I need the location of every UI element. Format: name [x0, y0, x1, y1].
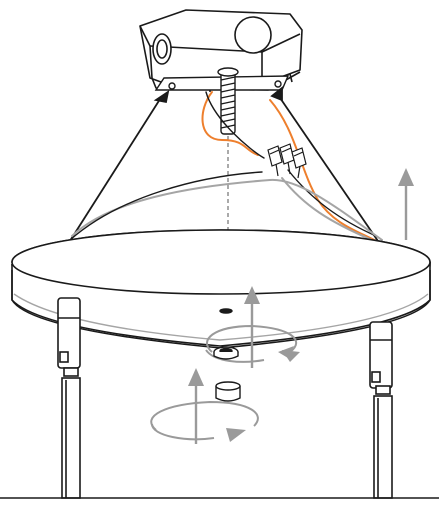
washer-nut — [213, 346, 239, 360]
cable-left — [67, 95, 163, 245]
wire-black-loop — [69, 171, 263, 241]
suspension-cables — [67, 86, 381, 245]
wire-orange-right — [269, 99, 379, 243]
knockout-hole-left — [152, 33, 172, 65]
wire-gray-right — [281, 177, 373, 241]
cable-gripper-left — [153, 90, 170, 104]
arrow-up-icon — [244, 286, 260, 368]
wire-box-black — [205, 91, 265, 159]
wires — [69, 91, 383, 243]
lamp-arm-left — [57, 297, 81, 499]
lamp-arm-right — [369, 321, 393, 499]
rotate-arrow-icon — [150, 400, 259, 442]
finial-cap — [215, 381, 241, 402]
arrow-up-icon — [188, 368, 204, 444]
knockout-hole-front — [234, 16, 272, 54]
wire-orange-left — [201, 91, 259, 156]
wire-nut-3 — [291, 147, 307, 169]
cable-gripper-right — [270, 86, 283, 102]
cable-right — [275, 91, 381, 245]
wire-connectors — [267, 143, 307, 179]
threaded-rod — [217, 67, 239, 135]
wire-black-right — [287, 169, 377, 237]
rotate-arrow-icon — [205, 324, 300, 363]
center-mounting-hole — [219, 308, 233, 314]
arrow-up-icon — [398, 168, 414, 240]
wire-nut-1 — [267, 145, 283, 167]
fixture-disc — [11, 229, 431, 347]
